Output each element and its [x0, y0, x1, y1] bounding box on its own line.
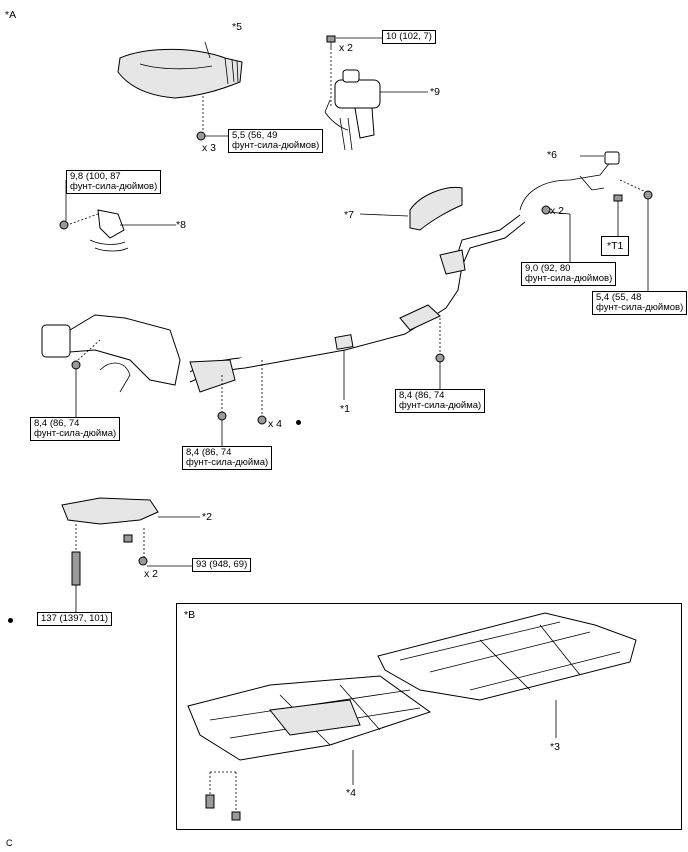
part-3-under-cover	[377, 612, 637, 701]
part-9-reservoir	[324, 69, 381, 151]
clip-4	[205, 794, 215, 809]
nut-8	[59, 220, 69, 230]
nut-6	[643, 190, 653, 200]
part-exhaust-manifold	[41, 314, 181, 393]
callout-9: *9	[430, 86, 440, 98]
torque-bolt-9: 10 (102, 7)	[382, 30, 436, 44]
qty-bolt-2: x 2	[144, 568, 159, 580]
bolt-6-clamp	[613, 194, 623, 202]
qty-nut-center: x 4	[268, 418, 283, 430]
bolt-2	[138, 556, 148, 566]
part-1-exhaust-pipe	[189, 214, 526, 393]
gasket-left	[71, 360, 81, 370]
part-7-shield	[409, 186, 463, 231]
qty-nut-5: x 3	[202, 142, 217, 154]
callout-3: *3	[550, 741, 560, 753]
replace-marker-nut	[296, 420, 301, 425]
torque-nut-right: 8,4 (86, 74 фунт-сила-дюйма)	[395, 389, 486, 413]
section-b-label: *B	[184, 609, 196, 621]
qty-bolt-9: x 2	[339, 42, 354, 54]
callout-2: *2	[202, 511, 212, 523]
torque-bolt-6: 9,0 (92, 80 фунт-сила-дюймов)	[521, 262, 617, 286]
callout-5: *5	[232, 21, 242, 33]
bolt-long	[71, 551, 81, 586]
callout-7: *7	[344, 209, 354, 221]
section-b-frame	[176, 603, 682, 830]
torque-nut-mid: 8,4 (86, 74 фунт-сила-дюйма)	[182, 446, 273, 470]
part-5-duct	[117, 41, 243, 99]
footer-code: C	[6, 838, 13, 848]
torque-nut-6: 5,4 (55, 48 фунт-сила-дюймов)	[592, 291, 688, 315]
torque-bolt-2: 93 (948, 69)	[192, 558, 252, 572]
torque-nut-left: 8,4 (86, 74 фунт-сила-дюйма)	[30, 417, 121, 441]
replace-marker-bolt	[8, 618, 13, 623]
torque-bolt-long: 137 (1397, 101)	[37, 612, 113, 626]
callout-t1: *T1	[601, 236, 630, 256]
part-8-sensor	[89, 209, 129, 252]
callout-1: *1	[340, 403, 350, 415]
torque-nut-8: 9,8 (100, 87 фунт-сила-дюймов)	[66, 170, 162, 194]
nut-5	[196, 131, 206, 141]
bolt-6	[541, 205, 551, 215]
clip-4b	[231, 811, 241, 821]
part-6-sensor	[519, 151, 620, 211]
torque-nut-5: 5,5 (56, 49 фунт-сила-дюймов)	[228, 129, 324, 153]
part-2-bracket	[61, 497, 159, 525]
qty-bolt-6: x 2	[550, 205, 565, 217]
section-a-label: *A	[5, 9, 17, 21]
callout-6: *6	[547, 149, 557, 161]
callout-8: *8	[176, 219, 186, 231]
callout-4: *4	[346, 787, 356, 799]
part-4-under-cover	[187, 675, 432, 761]
bolt-9	[326, 35, 336, 43]
